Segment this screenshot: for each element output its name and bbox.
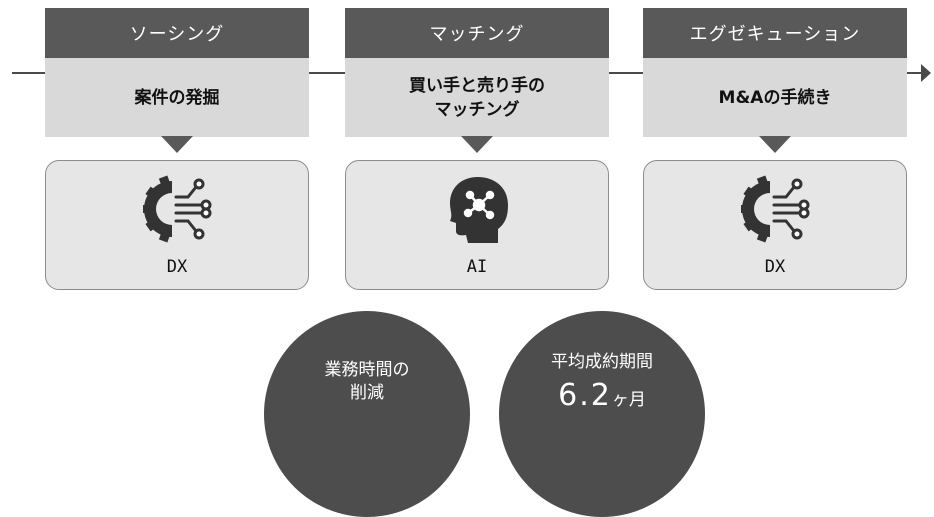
tech-label: DX (764, 257, 786, 277)
ai-head-icon (450, 177, 508, 243)
stage-header: ソーシング (45, 8, 309, 58)
timeline-arrowhead (921, 64, 931, 82)
gear-circuit-icon (741, 175, 810, 243)
tech-card: DX (643, 160, 907, 290)
down-arrow-icon (461, 136, 493, 153)
down-arrow-icon (161, 136, 193, 153)
stage-matching: マッチング 買い手と売り手の マッチング AI (345, 8, 609, 298)
stage-description: 買い手と売り手の マッチング (345, 58, 609, 137)
stage-header: マッチング (345, 8, 609, 58)
tech-card: AI (345, 160, 609, 290)
period-value: 6.2 (558, 378, 612, 413)
stage-description: 案件の発掘 (45, 58, 309, 137)
outcome-efficiency-circle: 業務時間の 削減 (264, 311, 470, 517)
outcome-period-stat: 6.2ヶ月 (558, 378, 646, 413)
tech-card: DX (45, 160, 309, 290)
outcome-efficiency-text: 業務時間の 削減 (324, 360, 410, 403)
stage-sourcing: ソーシング 案件の発掘 DX (45, 8, 309, 298)
tech-label: AI (466, 257, 488, 277)
outcome-period-circle: 平均成約期間 6.2ヶ月 (499, 311, 705, 517)
stage-description: M&Aの手続き (643, 58, 907, 137)
stage-header: エグゼキューション (643, 8, 907, 58)
stage-execution: エグゼキューション M&Aの手続き DX (643, 8, 907, 298)
period-unit: ヶ月 (611, 390, 646, 410)
outcome-period-title: 平均成約期間 (551, 352, 653, 372)
gear-circuit-icon (143, 175, 212, 243)
down-arrow-icon (759, 136, 791, 153)
tech-label: DX (166, 257, 188, 277)
